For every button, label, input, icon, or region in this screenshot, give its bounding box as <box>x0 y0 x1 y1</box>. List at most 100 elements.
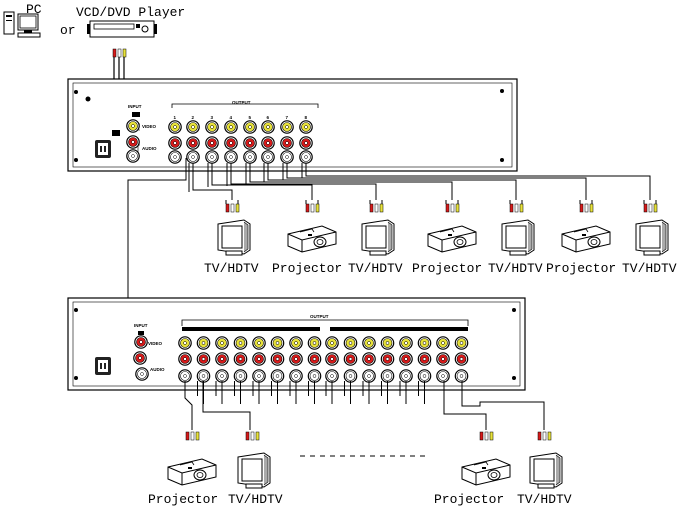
unit1-output-label-0: TV/HDTV <box>204 261 259 276</box>
unit1-output-audio-right-jack <box>243 136 257 150</box>
unit2-output-video-jack <box>454 336 469 350</box>
unit1-output-audio-left-jack <box>299 150 313 164</box>
unit2-input-audio-right-jack-2 <box>133 351 147 365</box>
unit2-output-video-jack <box>233 336 248 350</box>
unit2-output-video-jack <box>325 336 339 350</box>
unit2-input-audio-left-jack <box>135 367 149 381</box>
unit1-output-audio-right-jack <box>261 136 275 150</box>
unit2-output-audio-left-jack <box>252 369 266 383</box>
unit1-output-video-jack <box>299 120 313 134</box>
output-plugs <box>509 203 524 213</box>
unit2-output-audio-right-jack <box>178 352 192 366</box>
output-plugs <box>537 431 552 441</box>
unit2-output-audio-right-jack <box>289 352 303 366</box>
unit2-output-video-jack <box>270 336 285 350</box>
unit1-output-video-jack <box>224 120 238 134</box>
unit2-output-audio-right-jack <box>417 352 432 366</box>
projector-icon <box>561 225 611 253</box>
unit2-output-audio-right-jack <box>252 352 266 366</box>
unit1-channel-number: 2 <box>192 115 195 120</box>
unit1-channel-number: 1 <box>174 115 177 120</box>
unit2-output-audio-left-jack <box>399 369 413 383</box>
unit2-output-video-jack <box>343 336 358 350</box>
unit1-output-video-jack <box>168 120 182 134</box>
unit1-output-audio-right-jack <box>205 136 219 150</box>
unit1-output-label-6: TV/HDTV <box>622 261 677 276</box>
unit2-output-audio-right-jack <box>325 352 339 366</box>
unit1-output-audio-right-jack <box>186 136 200 150</box>
unit2-output-audio-left-jack <box>289 369 303 383</box>
unit1-channel-number: 5 <box>249 115 252 120</box>
unit1-output-label-1: Projector <box>272 261 342 276</box>
unit2-input-audio-right-jack <box>134 335 148 349</box>
unit1-output-video-jack <box>186 120 200 134</box>
tv-hdtv-icon <box>501 219 535 256</box>
output-plugs <box>185 431 200 441</box>
unit2-output-audio-left-jack <box>233 369 248 383</box>
unit2-output-audio-left-jack <box>362 369 376 383</box>
unit2-output-audio-left-jack <box>436 369 450 383</box>
unit2-output-audio-right-jack <box>436 352 450 366</box>
pc-label: PC <box>26 2 42 17</box>
unit1-output-audio-right-jack <box>299 136 313 150</box>
unit2-output-audio-right-jack <box>215 352 229 366</box>
tv-hdtv-icon <box>361 219 395 256</box>
projector-icon <box>287 225 337 253</box>
unit2-output-cables <box>184 381 545 430</box>
unit2-output-video-jack <box>252 336 266 350</box>
unit2-video-label: VIDEO <box>148 341 163 346</box>
unit1-output-video-jack <box>205 120 219 134</box>
output-plugs <box>369 203 384 213</box>
unit2-output-audio-right-jack <box>454 352 469 366</box>
unit2-output-audio-left-jack <box>215 369 229 383</box>
output-plugs <box>305 203 320 213</box>
unit1-output-audio-left-jack <box>205 150 219 164</box>
unit2-output-audio-right-jack <box>233 352 248 366</box>
output-plugs <box>643 203 658 213</box>
unit2-output-audio-left-jack <box>325 369 339 383</box>
unit2-input-label: INPUT <box>134 323 148 328</box>
unit2-output-audio-left-jack <box>196 369 211 383</box>
unit2-output-audio-left-jack <box>307 369 322 383</box>
unit1-output-video-jack <box>280 120 294 134</box>
unit2-output-label: OUTPUT <box>310 314 329 319</box>
unit2-output-audio-right-jack <box>270 352 285 366</box>
unit2-output-audio-left-jack <box>454 369 469 383</box>
unit1-channel-number: 6 <box>267 115 270 120</box>
unit2-output-audio-right-jack <box>196 352 211 366</box>
output-plugs <box>245 431 260 441</box>
unit2-output-video-jack <box>362 336 376 350</box>
power-socket-1 <box>95 140 111 158</box>
output-plugs <box>445 203 460 213</box>
tv-hdtv-icon <box>217 219 251 256</box>
unit2-output-audio-left-jack <box>270 369 285 383</box>
unit2-audio-label: AUDIO <box>150 367 165 372</box>
unit2-output-audio-right-jack <box>362 352 376 366</box>
unit2-output-label-0: Projector <box>148 492 218 507</box>
unit2-output-video-jack <box>307 336 322 350</box>
or-label: or <box>60 23 76 38</box>
unit1-input-video-jack <box>126 119 140 133</box>
unit1-output-audio-right-jack <box>224 136 238 150</box>
unit2-output-label-1: TV/HDTV <box>228 492 283 507</box>
unit2-output-video-jack <box>417 336 432 350</box>
unit2-output-audio-left-jack <box>343 369 358 383</box>
tv-hdtv-icon <box>529 452 563 489</box>
unit1-output-label-5: Projector <box>546 261 616 276</box>
unit2-output-audio-right-jack <box>307 352 322 366</box>
unit2-output-video-jack <box>215 336 229 350</box>
power-socket-2 <box>95 357 111 375</box>
projector-icon <box>427 225 477 253</box>
unit1-output-label-2: TV/HDTV <box>348 261 403 276</box>
unit2-output-audio-left-jack <box>380 369 395 383</box>
unit1-channel-number: 8 <box>305 115 308 120</box>
unit1-input-label: INPUT <box>128 104 142 109</box>
tv-hdtv-icon <box>635 219 669 256</box>
tv-hdtv-icon <box>237 452 271 489</box>
unit1-output-video-jack <box>261 120 275 134</box>
output-plugs <box>579 203 594 213</box>
player-label: VCD/DVD Player <box>76 5 185 20</box>
unit1-audio-label: AUDIO <box>142 146 157 151</box>
unit2-output-audio-right-jack <box>380 352 395 366</box>
